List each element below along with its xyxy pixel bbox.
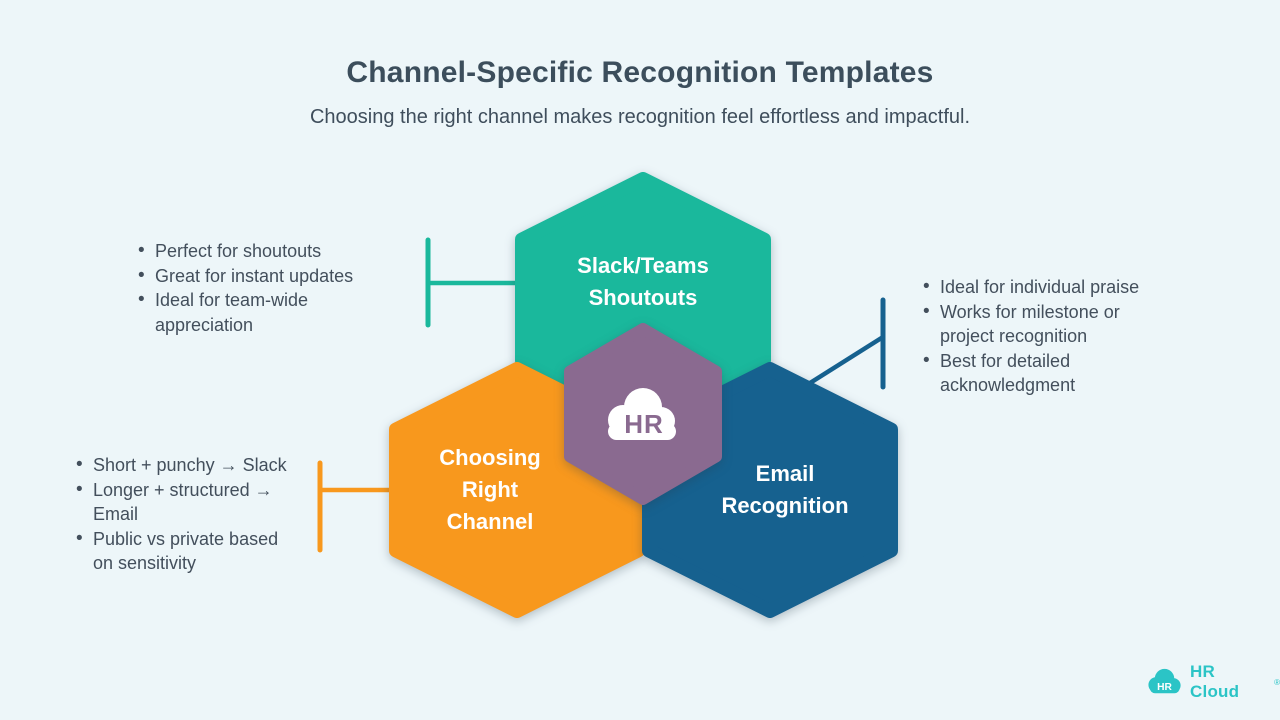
hr-cloud-icon: HR — [608, 388, 676, 440]
list-item: Public vs private based on sensitivity — [76, 527, 373, 576]
hexagon-label-choosing-channel: Choosing Right Channel — [439, 445, 541, 534]
header: Channel-Specific Recognition Templates C… — [0, 56, 1280, 129]
list-item: Works for milestone or project recogniti… — [923, 300, 1220, 349]
hexagon-label-slack-teams: Slack/Teams Shoutouts — [577, 253, 709, 310]
logo-wordmark: HR Cloud — [1190, 662, 1240, 701]
cloud-base — [608, 423, 676, 440]
page-title: Channel-Specific Recognition Templates — [346, 56, 934, 89]
hexagon-label-email: Email Recognition — [721, 461, 849, 518]
list-item: Great for instant updates — [138, 264, 435, 289]
slack-teams-notes-list: Perfect for shoutoutsGreat for instant u… — [133, 239, 435, 337]
registered-trademark-mark: ® — [1274, 677, 1280, 687]
choosing-channel-notes-list: Short + punchy → SlackLonger + structure… — [71, 453, 373, 576]
logo-badge-text: HR — [1157, 681, 1172, 692]
list-item: Short + punchy → Slack — [76, 453, 373, 478]
list-item: Perfect for shoutouts — [138, 239, 435, 264]
list-item: Longer + structured → Email — [76, 478, 373, 527]
list-item: Ideal for team-wide appreciation — [138, 288, 435, 337]
email-notes-list: Ideal for individual praiseWorks for mil… — [918, 275, 1220, 398]
slack-connector — [425, 237, 518, 328]
list-item: Best for detailed acknowledgment — [923, 349, 1220, 398]
hr-cloud-brand-logo: HR HR Cloud ® — [1146, 662, 1280, 702]
email-connector-arm — [808, 335, 885, 385]
hr-cloud-logo-icon: HR — [1148, 668, 1181, 693]
email-connector — [808, 297, 886, 390]
hr-cloud-monogram: HR — [624, 409, 664, 439]
logo-cloud-base — [1149, 682, 1180, 693]
list-item: Ideal for individual praise — [923, 275, 1220, 300]
page-subtitle: Choosing the right channel makes recogni… — [309, 106, 970, 128]
